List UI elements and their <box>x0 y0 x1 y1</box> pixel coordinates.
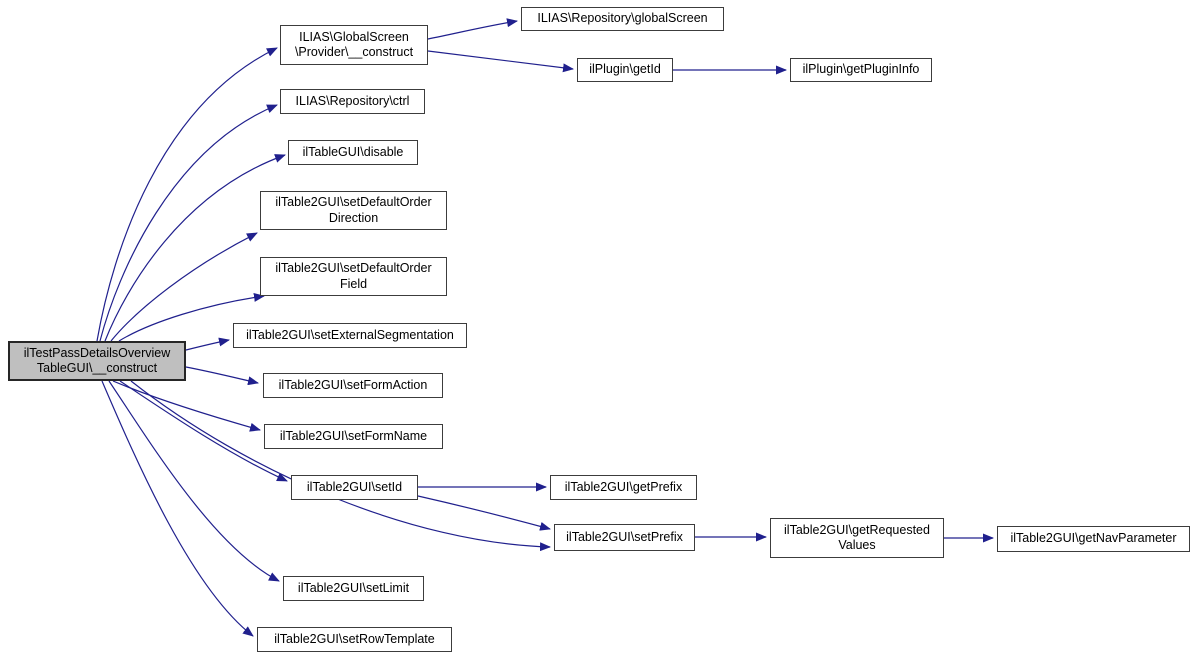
edge-construct-to-provider <box>96 47 278 342</box>
graph-node-getnavparameter[interactable]: ilTable2GUI\getNavParameter <box>997 526 1190 552</box>
node-label-line: ilPlugin\getId <box>589 62 661 77</box>
edge-construct-to-setformaction <box>185 366 259 386</box>
node-label-line: TableGUI\__construct <box>36 361 158 375</box>
node-label-line: ILIAS\GlobalScreen <box>299 29 409 44</box>
edge-provider-to-globalscreen <box>427 18 518 40</box>
graph-node-getplugininfo[interactable]: ilPlugin\getPluginInfo <box>790 58 932 82</box>
edge-construct-to-setlimit <box>108 380 280 582</box>
node-label-line: ilTable2GUI\setPrefix <box>566 529 683 544</box>
node-label-line: ilTable2GUI\getPrefix <box>564 479 683 494</box>
node-label-line: ilTable2GUI\setLimit <box>297 580 410 595</box>
node-label-line: ilTable2GUI\setId <box>306 479 403 494</box>
graph-node-getid[interactable]: ilPlugin\getId <box>577 58 673 82</box>
graph-node-setformaction[interactable]: ilTable2GUI\setFormAction <box>263 373 443 398</box>
node-label-line: ilTable2GUI\setDefaultOrder <box>275 195 432 210</box>
node-label-line: ilTable2GUI\setExternalSegmentation <box>246 327 454 342</box>
edge-construct-to-setexternalsegmentation <box>185 337 230 351</box>
node-label-line: ilTable2GUI\getRequested <box>784 522 930 537</box>
graph-node-globalscreen[interactable]: ILIAS\Repository\globalScreen <box>521 7 724 31</box>
edge-construct-to-setrowtemplate <box>101 380 254 637</box>
node-label-line: ilTable2GUI\getNavParameter <box>1010 531 1177 546</box>
node-label-line: ILIAS\Repository\ctrl <box>295 93 410 108</box>
node-label-line: ILIAS\Repository\globalScreen <box>537 11 708 26</box>
node-label-line: ilPlugin\getPluginInfo <box>802 62 920 77</box>
edge-construct-to-setid <box>119 380 288 482</box>
node-label-line: ilTable2GUI\setDefaultOrder <box>275 261 432 276</box>
node-label-line: ilTable2GUI\setFormName <box>279 428 428 443</box>
graph-node-ctrl[interactable]: ILIAS\Repository\ctrl <box>280 89 425 114</box>
edge-construct-to-setformname <box>112 380 261 432</box>
graph-node-disable[interactable]: ilTableGUI\disable <box>288 140 418 165</box>
graph-node-setexternalsegmentation[interactable]: ilTable2GUI\setExternalSegmentation <box>233 323 467 348</box>
edge-construct-to-ctrl <box>99 104 278 342</box>
node-label-line: ilTableGUI\disable <box>302 144 404 159</box>
node-label-line: Field <box>339 276 368 291</box>
edge-construct-to-disable <box>104 154 286 342</box>
node-label-line: Values <box>838 538 876 552</box>
graph-node-setformname[interactable]: ilTable2GUI\setFormName <box>264 424 443 449</box>
node-label-line: ilTestPassDetailsOverview <box>23 345 171 360</box>
edge-provider-to-getid <box>427 50 574 73</box>
graph-node-setrowtemplate[interactable]: ilTable2GUI\setRowTemplate <box>257 627 452 652</box>
graph-node-provider[interactable]: ILIAS\GlobalScreen\Provider\__construct <box>280 25 428 65</box>
graph-node-setid[interactable]: ilTable2GUI\setId <box>291 475 418 500</box>
graph-node-setlimit[interactable]: ilTable2GUI\setLimit <box>283 576 424 601</box>
node-label-line: ilTable2GUI\setFormAction <box>278 377 428 392</box>
node-label-line: Direction <box>328 210 379 225</box>
node-label-line: \Provider\__construct <box>294 45 414 59</box>
edge-construct-to-setprefix <box>130 380 551 552</box>
edge-setid-to-setprefix <box>417 495 551 531</box>
graph-node-setprefix[interactable]: ilTable2GUI\setPrefix <box>554 524 695 551</box>
node-label-line: ilTable2GUI\setRowTemplate <box>274 631 435 646</box>
graph-node-getprefix[interactable]: ilTable2GUI\getPrefix <box>550 475 697 500</box>
